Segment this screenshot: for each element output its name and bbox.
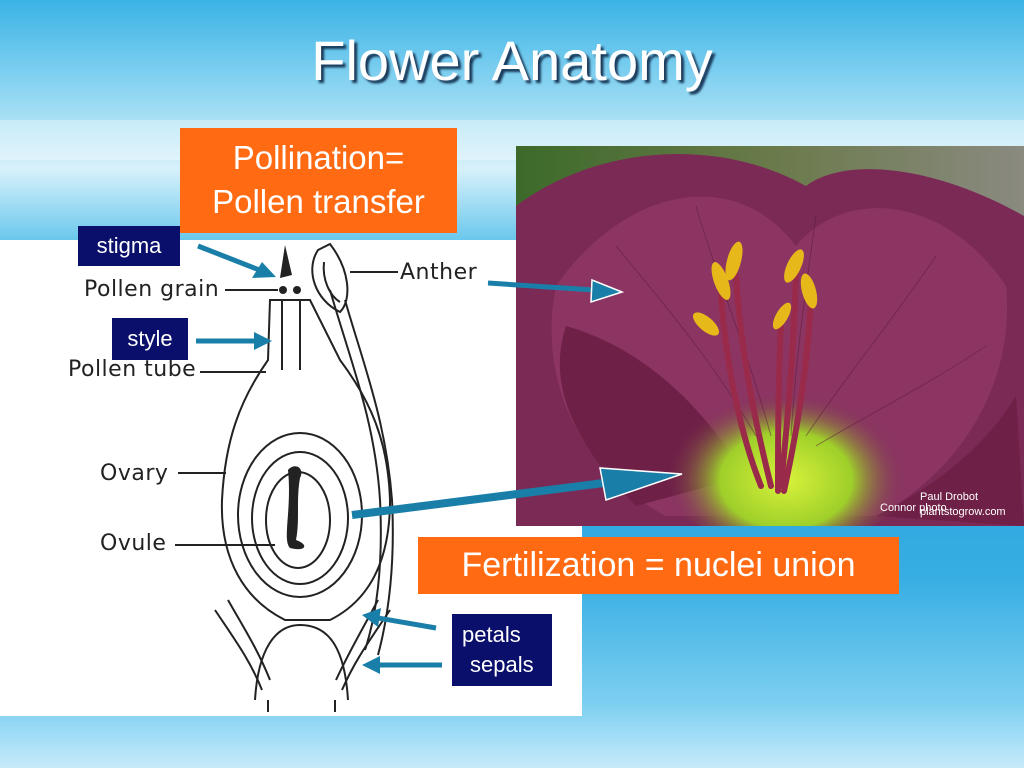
label-pollen-tube: Pollen tube xyxy=(68,357,197,382)
petals-arrowhead xyxy=(362,608,381,627)
slide-title: Flower Anatomy xyxy=(311,29,713,92)
style-label: style xyxy=(127,326,173,351)
petals-arrow xyxy=(377,615,437,631)
fertilization-box: Fertilization = nuclei union xyxy=(418,537,899,594)
pollination-line2: Pollen transfer xyxy=(212,183,425,220)
label-ovule: Ovule xyxy=(100,531,167,556)
fertilization-arrow xyxy=(351,479,605,519)
anther-arrow xyxy=(487,280,595,293)
daylily-photo xyxy=(516,146,1024,526)
label-pollen-grain: Pollen grain xyxy=(84,277,220,302)
stigma-arrowhead xyxy=(252,262,276,278)
stigma-label: stigma xyxy=(96,233,162,258)
stigma-arrow xyxy=(197,243,263,274)
stigma-label-box: stigma xyxy=(78,226,180,266)
photo-credit-site: plantstogrow.com xyxy=(920,506,1006,518)
style-label-box: style xyxy=(112,318,188,360)
sepals-arrowhead xyxy=(362,656,380,674)
anther-arrowhead xyxy=(590,278,625,304)
style-arrowhead xyxy=(254,332,272,350)
petals-label: petals xyxy=(462,622,521,647)
photo-credit-name: Paul Drobot xyxy=(920,491,979,503)
pollination-box: Pollination= Pollen transfer xyxy=(180,128,457,233)
label-ovary: Ovary xyxy=(100,461,169,486)
fertilization-arrowhead xyxy=(599,467,683,501)
sepals-label: sepals xyxy=(470,652,534,677)
pollination-line1: Pollination= xyxy=(232,139,405,176)
label-anther: Anther xyxy=(400,260,478,285)
fertilization-text: Fertilization = nuclei union xyxy=(461,546,856,584)
photo-credit-overlay: Connor photo xyxy=(880,502,947,514)
petals-sepals-label-box: petals sepals xyxy=(452,614,552,686)
